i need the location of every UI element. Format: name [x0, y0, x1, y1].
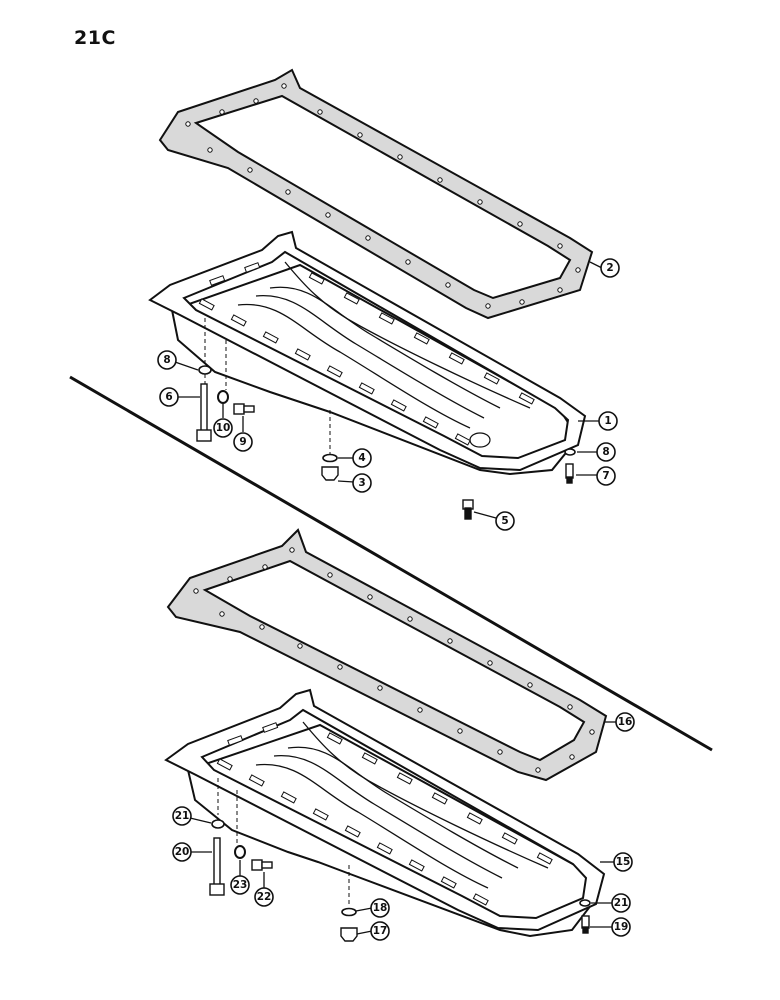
lower-stud-bolt — [581, 915, 590, 934]
lower-washer-right — [579, 899, 591, 907]
upper-washer-left — [198, 365, 212, 375]
upper-oil-pan-flange-slots — [198, 262, 535, 446]
upper-oil-pan — [148, 230, 587, 476]
svg-text:18: 18 — [373, 902, 388, 914]
callout-8-left: 8 — [157, 350, 177, 370]
svg-text:10: 10 — [216, 422, 231, 434]
section-divider-line — [69, 375, 713, 752]
callout-6: 6 — [159, 387, 179, 407]
svg-text:8: 8 — [602, 446, 609, 458]
upper-drain-plug-washer — [322, 453, 338, 463]
upper-gasket-bolt-holes — [185, 83, 581, 309]
upper-short-bolt — [233, 403, 255, 415]
svg-text:19: 19 — [614, 921, 629, 933]
upper-long-bolt — [196, 383, 212, 442]
svg-text:23: 23 — [233, 879, 248, 891]
lower-drain-plug — [340, 927, 358, 942]
svg-text:4: 4 — [358, 452, 365, 464]
lower-gasket — [166, 528, 608, 782]
callout-3: 3 — [352, 473, 372, 493]
lower-washer-left — [211, 819, 225, 829]
svg-text:21: 21 — [175, 810, 190, 822]
callout-21-left: 21 — [172, 806, 192, 826]
lower-oil-pan-flange-slots — [216, 722, 553, 906]
lower-assembly: 15 16 17 18 19 20 21 21 22 23 — [164, 528, 635, 942]
lower-drain-plug-washer — [341, 907, 357, 917]
svg-text:20: 20 — [175, 846, 190, 858]
svg-text:21: 21 — [614, 897, 629, 909]
page-number: 21C — [74, 27, 116, 49]
callout-19: 19 — [611, 917, 631, 937]
svg-text:2: 2 — [606, 262, 613, 274]
lower-long-bolt — [209, 837, 225, 896]
svg-text:17: 17 — [373, 925, 388, 937]
callout-20: 20 — [172, 842, 192, 862]
callout-15: 15 — [613, 852, 633, 872]
svg-text:8: 8 — [163, 354, 170, 366]
callout-10: 10 — [213, 418, 233, 438]
svg-text:3: 3 — [358, 477, 365, 489]
lower-short-bolt — [251, 859, 273, 871]
callout-7: 7 — [596, 466, 616, 486]
svg-text:6: 6 — [165, 391, 172, 403]
callout-1: 1 — [598, 411, 618, 431]
svg-text:1: 1 — [604, 415, 611, 427]
upper-drain-plug — [321, 466, 339, 481]
svg-text:22: 22 — [257, 891, 272, 903]
callout-4: 4 — [352, 448, 372, 468]
upper-washer-right — [564, 448, 576, 456]
svg-text:16: 16 — [618, 716, 633, 728]
callout-21-right: 21 — [611, 893, 631, 913]
callout-17: 17 — [370, 921, 390, 941]
callout-9: 9 — [233, 432, 253, 452]
lower-lock-washer — [234, 845, 246, 859]
callout-5: 5 — [495, 511, 515, 531]
upper-lock-washer — [217, 390, 229, 404]
callout-18: 18 — [370, 898, 390, 918]
callout-8-right: 8 — [596, 442, 616, 462]
callout-2: 2 — [600, 258, 620, 278]
upper-gasket — [158, 68, 594, 320]
lower-gasket-bolt-holes — [193, 547, 595, 773]
svg-text:5: 5 — [501, 515, 508, 527]
svg-text:15: 15 — [616, 856, 631, 868]
upper-stud-bolt — [565, 463, 574, 484]
upper-bolt — [462, 499, 474, 520]
lower-oil-pan — [164, 688, 606, 938]
callout-22: 22 — [254, 887, 274, 907]
callout-16: 16 — [615, 712, 635, 732]
svg-text:7: 7 — [602, 470, 609, 482]
svg-text:9: 9 — [239, 436, 246, 448]
upper-assembly: 1 2 3 4 5 6 7 8 8 9 10 — [148, 68, 620, 531]
callout-23: 23 — [230, 875, 250, 895]
